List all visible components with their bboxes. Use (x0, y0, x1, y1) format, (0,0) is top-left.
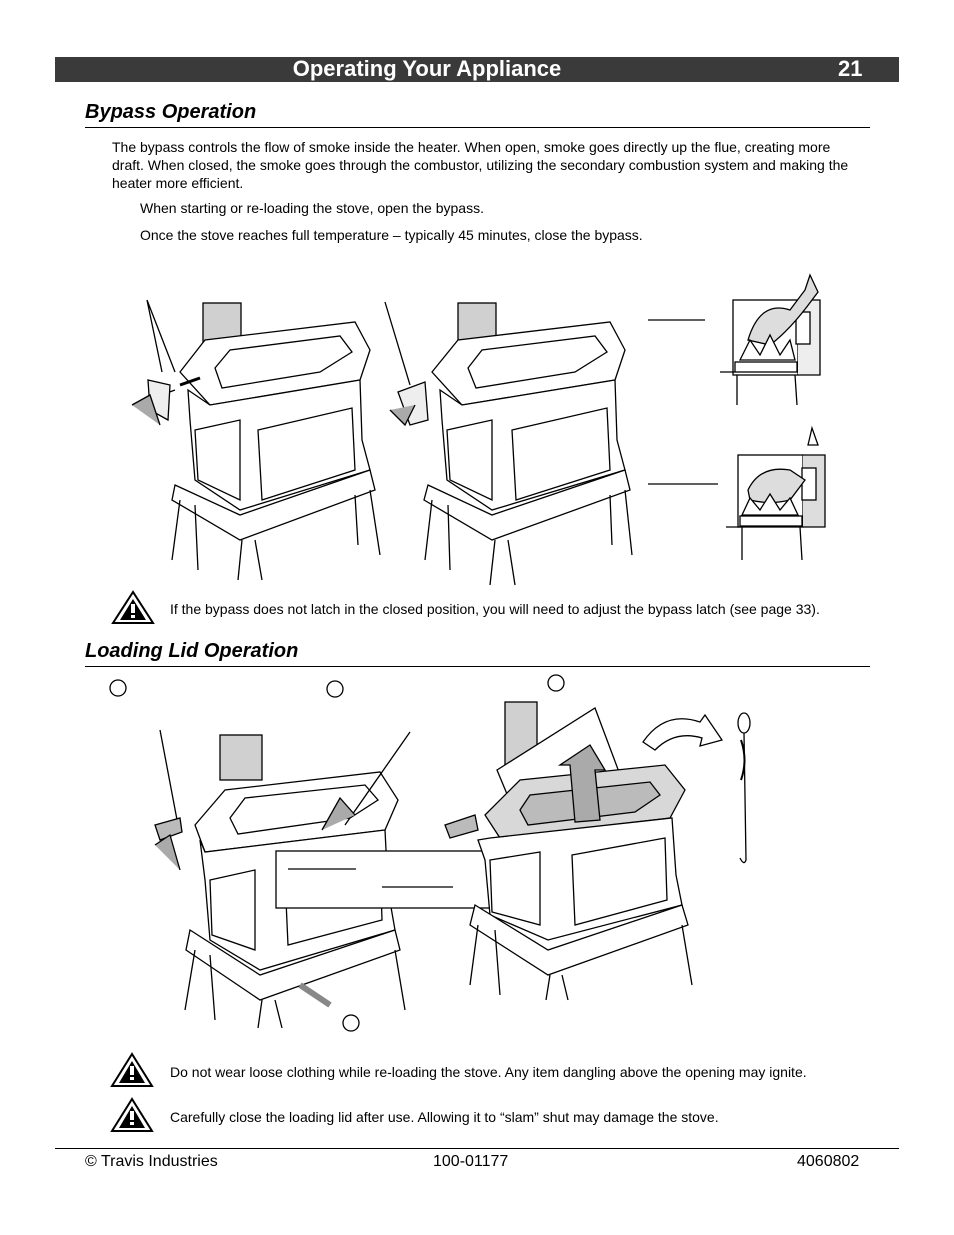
footer-copyright: © Travis Industries (85, 1153, 218, 1171)
footer-rule (55, 1148, 899, 1149)
loading-warning-slam: Carefully close the loading lid after us… (170, 1108, 719, 1126)
footer-doc-code: 4060802 (797, 1153, 859, 1171)
step-marker (327, 681, 343, 697)
footer-part-number: 100-01177 (433, 1153, 508, 1171)
stove-lid-open-figure (445, 702, 722, 1000)
lid-tool-figure (738, 713, 750, 863)
step-marker (548, 675, 564, 691)
step-marker (110, 680, 126, 696)
stove-lid-closed-figure (155, 730, 494, 1028)
warning-triangle-icon (112, 1099, 152, 1131)
warning-triangle-icon (112, 1054, 152, 1086)
loading-warning-clothing: Do not wear loose clothing while re-load… (170, 1063, 807, 1081)
step-marker (343, 1015, 359, 1031)
